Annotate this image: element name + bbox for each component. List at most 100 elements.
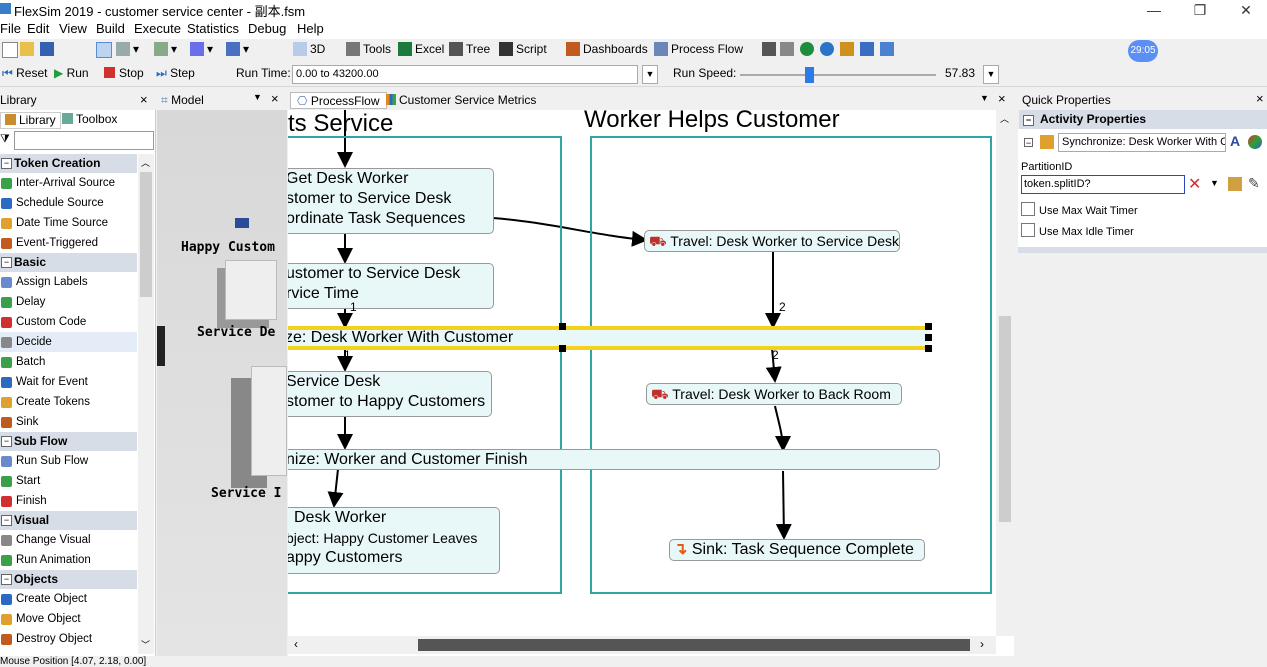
- library-item[interactable]: Assign Labels: [0, 272, 137, 292]
- view-3d-button[interactable]: 3D: [293, 42, 325, 56]
- tab-toolbox[interactable]: Toolbox: [58, 112, 121, 129]
- library-category[interactable]: −Objects: [0, 570, 137, 589]
- library-item[interactable]: Wait for Event: [0, 372, 137, 392]
- help-icon[interactable]: [800, 42, 817, 56]
- restore-button[interactable]: ❐: [1193, 2, 1207, 18]
- activity-properties-section[interactable]: −Activity Properties: [1019, 110, 1267, 129]
- processflow-canvas[interactable]: ts Service Worker Helps Customer Get Des…: [288, 110, 996, 636]
- run-speed-dropdown[interactable]: ▼: [983, 65, 999, 84]
- chevron-up-icon[interactable]: ︿: [141, 158, 151, 168]
- processflow-hscrollbar[interactable]: ‹ ›: [288, 636, 996, 654]
- library-item[interactable]: Finish: [0, 491, 137, 511]
- library-item[interactable]: Move Object: [0, 609, 137, 629]
- checkbox[interactable]: [1021, 223, 1035, 237]
- activity-travel-service-desk[interactable]: ⛟ Travel: Desk Worker to Service Desk: [644, 230, 900, 252]
- activity-sink-task-sequence[interactable]: ↴ Sink: Task Sequence Complete: [669, 539, 925, 561]
- chevron-down-icon[interactable]: ▼: [253, 92, 262, 102]
- color-picker-icon[interactable]: ▾: [190, 42, 213, 56]
- script-button[interactable]: Script: [499, 42, 547, 56]
- gear-icon[interactable]: [880, 42, 897, 56]
- library-item[interactable]: Delay: [0, 292, 137, 312]
- selection-handle[interactable]: [925, 323, 932, 330]
- close-icon[interactable]: ×: [1256, 91, 1264, 106]
- tab-model[interactable]: ⌗ Model: [161, 93, 204, 107]
- library-item[interactable]: Date Time Source: [0, 213, 137, 233]
- tab-customer-service-metrics[interactable]: Customer Service Metrics: [380, 92, 542, 109]
- run-speed-thumb[interactable]: [804, 67, 814, 83]
- chevron-left-icon[interactable]: ‹: [294, 637, 298, 651]
- run-time-field[interactable]: 0.00 to 43200.00: [292, 65, 638, 84]
- tree-button[interactable]: Tree: [449, 42, 490, 56]
- menu-statistics[interactable]: Statistics: [187, 21, 240, 36]
- service-desk-object[interactable]: [225, 260, 277, 320]
- tab-library[interactable]: Library: [0, 112, 61, 129]
- process-flow-button[interactable]: Process Flow: [654, 42, 743, 56]
- library-category[interactable]: −Visual: [0, 511, 137, 530]
- checkbox[interactable]: [1021, 202, 1035, 216]
- layout-icon[interactable]: [762, 42, 779, 56]
- close-icon[interactable]: ×: [271, 91, 279, 106]
- menu-execute[interactable]: Execute: [134, 21, 181, 36]
- chevron-up-icon[interactable]: ︿: [1000, 114, 1010, 124]
- model-3d-view[interactable]: Happy Custom Service De Service I: [157, 110, 287, 656]
- chevron-right-icon[interactable]: ›: [980, 637, 984, 651]
- clear-icon[interactable]: ✕: [1188, 176, 1202, 193]
- close-button[interactable]: ✕: [1240, 2, 1252, 18]
- excel-button[interactable]: Excel: [398, 42, 444, 56]
- menu-help[interactable]: Help: [297, 21, 324, 36]
- chevron-down-icon[interactable]: ﹀: [141, 640, 151, 650]
- reset-button[interactable]: ⏮ Reset: [2, 66, 48, 80]
- library-item[interactable]: Custom Code: [0, 312, 137, 332]
- new-icon[interactable]: [2, 42, 21, 58]
- library-item[interactable]: Destroy Object: [0, 629, 137, 649]
- activity-travel-back-room[interactable]: ⛟ Travel: Desk Worker to Back Room: [646, 383, 902, 405]
- library-item[interactable]: Decide: [0, 332, 137, 352]
- activity-name-field[interactable]: Synchronize: Desk Worker With Cu: [1058, 133, 1226, 152]
- library-category[interactable]: −Basic: [0, 253, 137, 272]
- library-category[interactable]: −Token Creation: [0, 154, 137, 173]
- chart-icon[interactable]: [840, 42, 857, 56]
- save-icon[interactable]: [40, 42, 57, 56]
- eyedropper-icon[interactable]: ✎: [1248, 175, 1260, 191]
- library-item[interactable]: Event-Triggered Source: [0, 233, 137, 269]
- activity-sync-desk-worker-customer[interactable]: ze: Desk Worker With Customer: [288, 326, 930, 350]
- object-mode-icon[interactable]: ▾: [154, 42, 177, 56]
- library-item[interactable]: Change Visual: [0, 530, 137, 550]
- tools-button[interactable]: Tools: [346, 42, 391, 56]
- processflow-vscrollbar[interactable]: ︿: [996, 110, 1014, 636]
- selection-handle[interactable]: [559, 323, 566, 330]
- use-max-idle-checkbox[interactable]: Use Max Idle Timer: [1021, 223, 1134, 238]
- use-max-wait-checkbox[interactable]: Use Max Wait Timer: [1021, 202, 1138, 217]
- collapse-icon[interactable]: −: [1024, 138, 1033, 148]
- activity-service-desk[interactable]: Service Desk stomer to Happy Customers: [288, 371, 492, 417]
- activity-get-desk-worker[interactable]: Get Desk Worker stomer to Service Desk o…: [288, 168, 494, 234]
- dashboards-button[interactable]: Dashboards: [566, 42, 648, 56]
- activity-sync-worker-customer-finish[interactable]: nize: Worker and Customer Finish: [288, 449, 940, 470]
- library-item[interactable]: Run Animation: [0, 550, 137, 570]
- stop-button[interactable]: Stop: [104, 66, 144, 80]
- library-filter-input[interactable]: [14, 131, 154, 150]
- close-icon[interactable]: ×: [140, 92, 148, 107]
- globe-icon[interactable]: [820, 42, 837, 56]
- window-icon[interactable]: [780, 42, 797, 56]
- open-icon[interactable]: [20, 42, 37, 56]
- service-room-object[interactable]: [251, 366, 287, 476]
- menu-view[interactable]: View: [59, 21, 87, 36]
- library-category[interactable]: −Sub Flow: [0, 432, 137, 451]
- menu-file[interactable]: File: [0, 21, 21, 36]
- close-icon[interactable]: ×: [998, 91, 1006, 106]
- menu-edit[interactable]: Edit: [27, 21, 50, 36]
- run-time-dropdown[interactable]: ▼: [642, 65, 658, 84]
- menu-debug[interactable]: Debug: [248, 21, 287, 36]
- library-scrollbar[interactable]: ︿ ﹀: [138, 154, 154, 654]
- color-icon[interactable]: [1248, 135, 1262, 149]
- selection-handle[interactable]: [925, 345, 932, 352]
- library-item[interactable]: Inter-Arrival Source: [0, 173, 137, 193]
- hscroll-thumb[interactable]: [418, 639, 970, 651]
- export-icon[interactable]: [860, 42, 877, 56]
- selection-handle[interactable]: [559, 345, 566, 352]
- menu-build[interactable]: Build: [96, 21, 125, 36]
- chevron-down-icon[interactable]: ▼: [1210, 178, 1219, 188]
- library-item[interactable]: Start: [0, 471, 137, 491]
- connect-mode-icon[interactable]: ▾: [116, 42, 139, 56]
